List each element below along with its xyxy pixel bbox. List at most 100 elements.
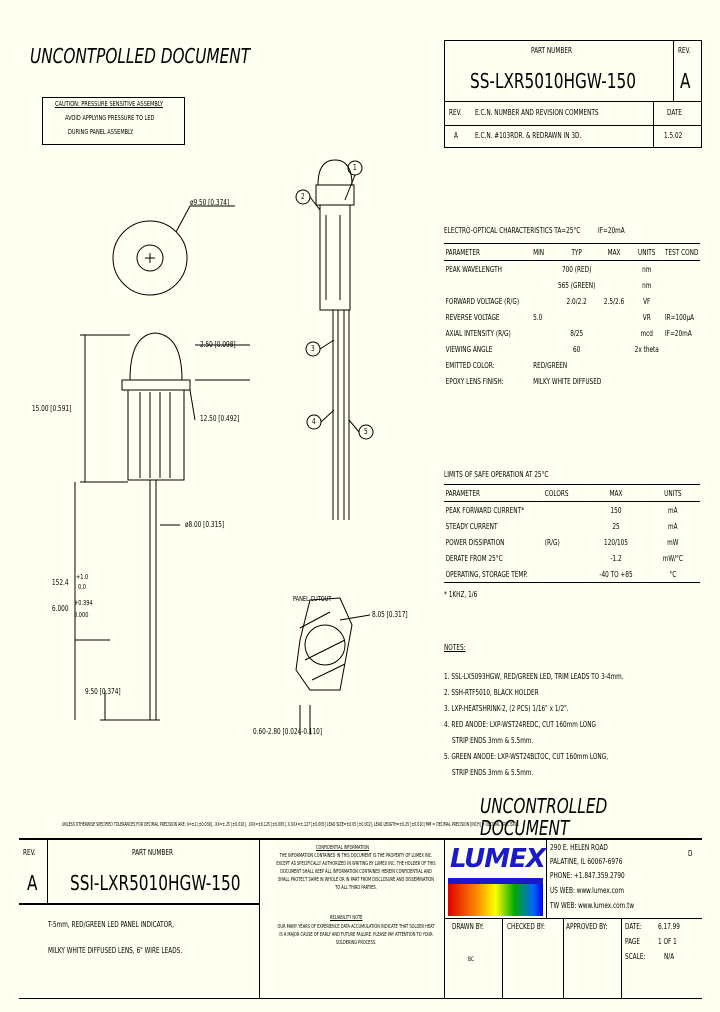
cell: 120/105 <box>604 537 628 547</box>
page-label: PAGE <box>625 937 640 946</box>
cell: PEAK WAVELENGTH <box>445 264 502 274</box>
dim-diameter-800: ø8.00 [0.315] <box>185 520 225 529</box>
dim-diameter-950: ø9.50 [0.374] <box>190 198 230 207</box>
top-view-inner <box>136 244 164 272</box>
tb-part-number-label: PART NUMBER <box>132 848 173 857</box>
tb-part-number: SSI-LXR5010HGW-150 <box>70 871 241 895</box>
revision-rev: A <box>454 131 458 140</box>
cell: -40 TO +85 <box>599 569 633 579</box>
rev-value: A <box>680 69 691 93</box>
cell: 700 (RED) <box>561 264 592 274</box>
cell: STEADY CURRENT <box>445 521 498 531</box>
dim-6000-tol-minus: 0.000 <box>74 611 89 619</box>
dim-panel-thickness: 0.60-2.80 [0.024-0.110] <box>253 727 323 736</box>
phone: PHONE: +1.847.359.2790 <box>550 871 625 880</box>
note-item: 4. RED ANODE: LXP-WST24REDC, CUT 160mm L… <box>444 720 596 729</box>
address-2: PALATINE, IL 60067-6976 <box>550 857 623 866</box>
caution-title: CAUTION: PRESSURE SENSITIVE ASSEMBLY <box>55 100 163 108</box>
cell: RED/GREEN <box>533 360 568 370</box>
logo-text: LUMEX <box>450 844 546 874</box>
balloon-4: 4 <box>312 417 316 426</box>
checked-by-label: CHECKED BY: <box>507 922 545 931</box>
cell: mW/°C <box>662 553 683 563</box>
approved-by-label: APPROVED BY: <box>566 922 608 931</box>
cell: IR=100μA <box>664 312 695 322</box>
balloon-3: 3 <box>311 344 315 353</box>
revision-comment: E.C.N. #103RDR. & REDRAWN IN 3D. <box>475 131 582 140</box>
electro-optical-table: PARAMETER MIN TYP MAX UNITS TEST COND PE… <box>444 243 700 389</box>
cell: 8/25 <box>570 328 584 338</box>
cell: VF <box>643 296 651 306</box>
date-value: 6.17.99 <box>658 922 680 931</box>
note-item: 1. SSL-LX5093HGW, RED/GREEN LED, TRIM LE… <box>444 672 624 681</box>
table-row: OPERATING, STORAGE TEMP. -40 TO +85 °C <box>444 566 700 583</box>
eo-header: TEST COND <box>663 243 700 261</box>
dim-250: 2.50 [0.098] <box>200 340 236 349</box>
safe-title: LIMITS OF SAFE OPERATION AT 25°C <box>444 470 549 479</box>
cell: VIEWING ANGLE <box>445 344 493 354</box>
cell: EMITTED COLOR: <box>445 360 495 370</box>
reliability-text: OUR MANY YEARS OF EXPERIENCE DATA ACCUMU… <box>277 924 435 946</box>
cell: °C <box>669 569 677 579</box>
dim-6000: 6.000 <box>52 604 69 613</box>
sheet-code: D <box>688 849 693 858</box>
cell: MILKY WHITE DIFFUSED <box>533 376 602 386</box>
cell: -1.2 <box>610 553 622 563</box>
tb-description-1: T-5mm, RED/GREEN LED PANEL INDICATOR, <box>48 920 174 929</box>
uncontrolled-watermark-bottom: UNCONTROLLED DOCUMENT <box>480 794 608 840</box>
scale-value: N/A <box>664 952 675 961</box>
cell: OPERATING, STORAGE TEMP. <box>445 569 528 579</box>
drawn-by-label: DRAWN BY: <box>452 922 484 931</box>
note-item: STRIP ENDS 3mm & 5.5mm. <box>452 736 534 745</box>
note-item: 2. SSH-RTF5010, BLACK HOLDER <box>444 688 539 697</box>
dim-1500: 15.00 [0.591] <box>32 404 72 413</box>
uncontrolled-watermark-top: UNCONTPOLLED DOCUMENT <box>30 44 251 68</box>
us-web-link[interactable]: US WEB: www.lumex.com <box>550 886 624 895</box>
part-number: SS-LXR5010HGW-150 <box>470 69 636 93</box>
revision-header-date: DATE <box>667 108 682 117</box>
balloon-2: 2 <box>301 192 305 201</box>
tb-description-2: MILKY WHITE DIFFUSED LENS, 6" WIRE LEADS… <box>48 946 183 955</box>
dim-805: 8.05 [0.317] <box>372 610 408 619</box>
cell: 2x theta <box>634 344 659 354</box>
dim-950-bottom: 9.50 [0.374] <box>85 687 121 696</box>
cell: POWER DISSIPATION <box>445 537 505 547</box>
cell: 2.0/2.2 <box>566 296 587 306</box>
dim-1524: 152.4 <box>52 578 69 587</box>
cell: mW <box>667 537 679 547</box>
table-row: EMITTED COLOR: RED/GREEN <box>444 357 700 373</box>
eo-header: UNITS <box>630 243 664 261</box>
tw-web-link[interactable]: TW WEB: www.lumex.com.tw <box>550 901 635 910</box>
eo-header: MAX <box>597 243 631 261</box>
page-value: 1 OF 1 <box>658 937 677 946</box>
cell: 5.0 <box>533 312 543 322</box>
table-row: VIEWING ANGLE 60 2x theta <box>444 341 700 357</box>
caution-box <box>42 97 185 145</box>
cell: mcd <box>640 328 653 338</box>
table-row: EPOXY LENS FINISH:MILKY WHITE DIFFUSED <box>444 373 700 389</box>
scale-label: SCALE: <box>625 952 646 961</box>
cell: 25 <box>612 521 620 531</box>
safe-header: COLORS <box>543 484 587 502</box>
lumex-logo: LUMEX <box>448 842 546 916</box>
cell: 60 <box>573 344 581 354</box>
tb-rev: A <box>27 871 38 895</box>
caution-line2: DURING PANEL ASSEMBLY. <box>68 128 134 136</box>
dim-1524-tol-minus: 0.0 <box>78 583 87 591</box>
tb-rev-label: REV. <box>23 848 36 857</box>
safe-header: PARAMETER <box>444 484 544 502</box>
eo-header: TYP <box>555 243 598 261</box>
notes-title: NOTES: <box>444 643 466 652</box>
dim-6000-tol-plus: +0.394 <box>74 599 93 607</box>
cell: nm <box>642 264 652 274</box>
caution-line1: AVOID APPLYING PRESSURE TO LED <box>65 114 155 122</box>
safe-header: MAX <box>586 484 646 502</box>
